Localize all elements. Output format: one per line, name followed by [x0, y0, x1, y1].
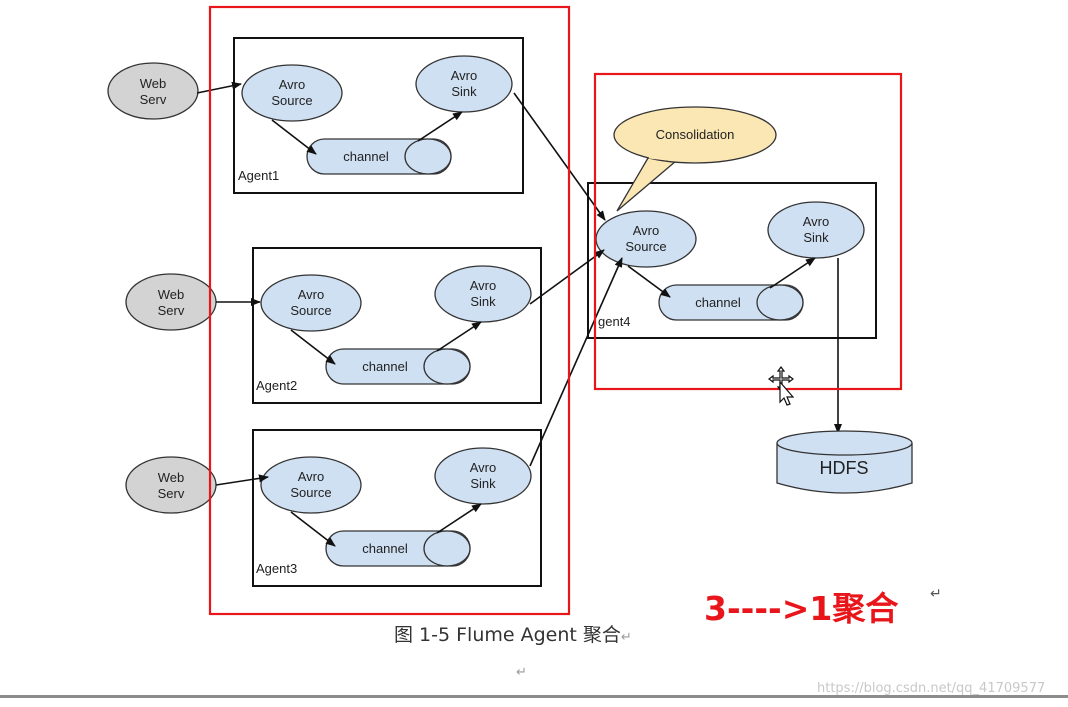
agent2-channel-label: channel	[362, 359, 408, 374]
web-server-node	[125, 273, 217, 331]
web-server-1: Web Serv	[107, 62, 199, 120]
agent3-label: Agent3	[256, 561, 297, 576]
agent3-channel-cap	[423, 530, 471, 567]
agent4-sink-node	[767, 201, 865, 259]
figure-caption: 图 1-5 Flume Agent 聚合↵	[394, 620, 632, 647]
paragraph-mark: ↵	[620, 630, 632, 645]
agent2-source-label-1: Avro	[298, 287, 325, 302]
agent1-sink-label-2: Sink	[451, 84, 477, 99]
agent1-label: Agent1	[238, 168, 279, 183]
agent3-box	[252, 429, 542, 587]
agent3-group: Avro Source Avro Sink channel Agent3	[252, 429, 542, 587]
move-cursor-icon	[768, 366, 794, 406]
agent3-sink-node	[434, 447, 532, 505]
consolidation-callout: Consolidation	[613, 106, 777, 212]
agent2-source-node	[260, 274, 362, 332]
agent3-channel-label: channel	[362, 541, 408, 556]
agent1-channel-cap	[404, 138, 452, 175]
agent3-source-label-1: Avro	[298, 469, 325, 484]
agent4-source-label-2: Source	[625, 239, 666, 254]
agent2-sink-node	[434, 265, 532, 323]
web-server-label-1: Web	[158, 287, 185, 302]
web-to-agent3-arrow	[215, 474, 269, 486]
highlight-sources-frame	[208, 5, 571, 616]
agent2-box	[252, 247, 542, 404]
agent4-channel-label: channel	[695, 295, 741, 310]
agent1-source-label-2: Source	[271, 93, 312, 108]
agent2-group: Avro Source Avro Sink channel Agent2	[252, 247, 542, 404]
bottom-divider	[0, 695, 1068, 698]
agent4-label: gent4	[598, 314, 631, 329]
web-server-3: Web Serv	[125, 456, 217, 514]
consolidation-label: Consolidation	[656, 127, 735, 142]
agent1-sink-label-1: Avro	[451, 68, 478, 83]
web-server-2: Web Serv	[125, 273, 217, 331]
figure-caption-text: 图 1-5 Flume Agent 聚合	[394, 624, 621, 646]
agent4-group: Avro Source Avro Sink channel gent4	[587, 182, 877, 339]
agent1-channel-label: channel	[343, 149, 389, 164]
agent1-source-node	[241, 64, 343, 122]
agent1-source-label-1: Avro	[279, 77, 306, 92]
web-server-label-1: Web	[140, 76, 167, 91]
hdfs-storage: HDFS	[776, 430, 913, 494]
web-server-label-1: Web	[158, 470, 185, 485]
agent1-sink-node	[415, 55, 513, 113]
agent3-source-node	[260, 456, 362, 514]
paragraph-mark: ↵	[930, 585, 942, 601]
agent2-sink-label-1: Avro	[470, 278, 497, 293]
web-server-label-2: Serv	[158, 303, 185, 318]
agent4-sink-label-2: Sink	[803, 230, 829, 245]
paragraph-mark: ↵	[516, 664, 527, 679]
agent3-source-label-2: Source	[290, 485, 331, 500]
agent3-to-agent4-arrow	[529, 257, 623, 467]
web-server-node	[125, 456, 217, 514]
agent3-sink-label-2: Sink	[470, 476, 496, 491]
agent2-channel-cap	[423, 348, 471, 385]
agent2-source-label-2: Source	[290, 303, 331, 318]
agent4-box	[587, 182, 877, 339]
agent2-label: Agent2	[256, 378, 297, 393]
web-server-label-2: Serv	[140, 92, 167, 107]
aggregation-annotation: 3---->1聚合	[704, 589, 899, 628]
agent4-channel-cap	[756, 284, 804, 321]
web-server-node	[107, 62, 199, 120]
web-to-agent1-arrow	[196, 81, 242, 94]
agent1-box	[233, 37, 524, 194]
hdfs-label: HDFS	[820, 458, 869, 478]
agent2-to-agent4-arrow	[529, 249, 605, 305]
highlight-aggregator-frame	[593, 72, 903, 391]
agent3-sink-label-1: Avro	[470, 460, 497, 475]
watermark: https://blog.csdn.net/qq_41709577	[817, 681, 1046, 696]
agent1-group: Avro Source Avro Sink channel Agent1	[233, 37, 524, 194]
agent2-sink-label-2: Sink	[470, 294, 496, 309]
agent4-sink-label-1: Avro	[803, 214, 830, 229]
web-server-label-2: Serv	[158, 486, 185, 501]
agent4-source-label-1: Avro	[633, 223, 660, 238]
agent1-to-agent4-arrow	[513, 92, 606, 221]
